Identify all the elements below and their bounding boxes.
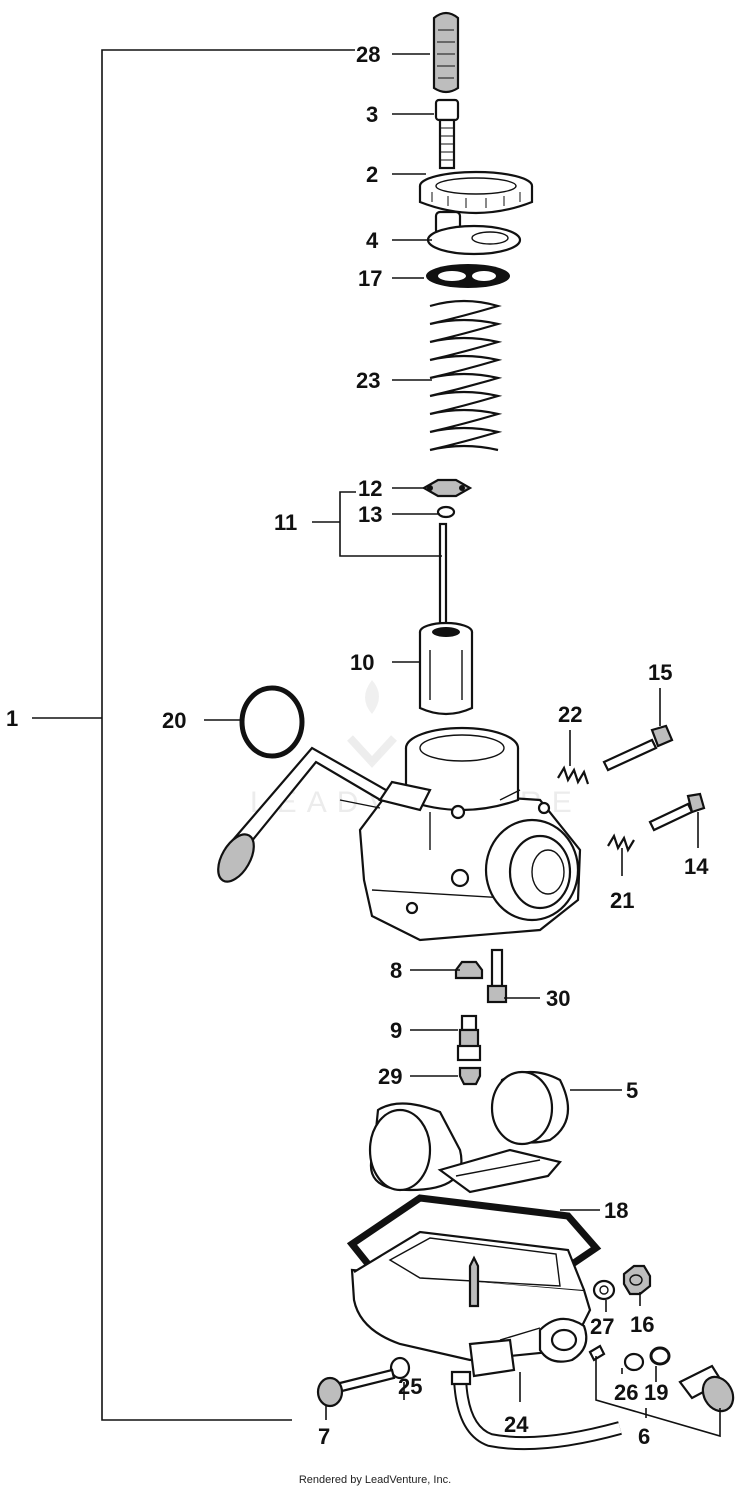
part-6-idle-screw bbox=[588, 1344, 735, 1413]
watermark-logo bbox=[347, 680, 397, 768]
part-28-cap bbox=[432, 11, 460, 94]
callout-labels: 1 2 3 4 5 6 7 8 9 10 11 12 13 14 15 16 1… bbox=[6, 42, 709, 1449]
callout-5: 5 bbox=[626, 1078, 638, 1103]
callout-28: 28 bbox=[356, 42, 380, 67]
callout-22: 22 bbox=[558, 702, 582, 727]
callout-17: 17 bbox=[358, 266, 382, 291]
part-12-needle-plate bbox=[421, 478, 473, 498]
callout-10: 10 bbox=[350, 650, 374, 675]
part-5-float bbox=[368, 1070, 570, 1194]
part-30-pilot-jet bbox=[486, 948, 508, 1004]
part-20-o-ring bbox=[239, 685, 305, 759]
callout-24: 24 bbox=[504, 1412, 529, 1437]
callout-14: 14 bbox=[684, 854, 709, 879]
callout-27: 27 bbox=[590, 1314, 614, 1339]
callout-18: 18 bbox=[604, 1198, 628, 1223]
carburetor-body bbox=[217, 726, 582, 942]
callout-30: 30 bbox=[546, 986, 570, 1011]
part-7-drain-screw bbox=[316, 1368, 396, 1408]
part-9-needle-jet bbox=[456, 1014, 482, 1062]
part-26-washer bbox=[623, 1352, 645, 1372]
callout-20: 20 bbox=[162, 708, 186, 733]
part-21-spring bbox=[607, 833, 635, 853]
part-14-screw bbox=[648, 792, 706, 832]
callout-3: 3 bbox=[366, 102, 378, 127]
part-29-main-jet bbox=[458, 1066, 482, 1086]
part-27-washer bbox=[592, 1279, 616, 1301]
callout-16: 16 bbox=[630, 1312, 654, 1337]
callout-2: 2 bbox=[366, 162, 378, 187]
part-23-spring bbox=[429, 299, 503, 452]
callout-9: 9 bbox=[390, 1018, 402, 1043]
part-3-adjuster bbox=[434, 98, 460, 170]
part-19-o-ring bbox=[649, 1346, 671, 1366]
callout-21: 21 bbox=[610, 888, 634, 913]
callout-1: 1 bbox=[6, 706, 18, 731]
callout-23: 23 bbox=[356, 368, 380, 393]
callout-15: 15 bbox=[648, 660, 672, 685]
part-22-spring bbox=[557, 765, 590, 785]
callout-11: 11 bbox=[274, 510, 297, 535]
part-24-hose bbox=[450, 1370, 622, 1451]
callout-26: 26 bbox=[614, 1380, 638, 1405]
callout-19: 19 bbox=[644, 1380, 668, 1405]
part-17-gasket bbox=[426, 264, 510, 288]
part-16-drain-plug bbox=[622, 1264, 652, 1296]
part-25-washer bbox=[389, 1356, 411, 1380]
part-13-clip bbox=[436, 505, 456, 519]
callout-13: 13 bbox=[358, 502, 382, 527]
callout-29: 29 bbox=[378, 1064, 402, 1089]
callout-25: 25 bbox=[398, 1374, 422, 1399]
leader-lines bbox=[204, 53, 721, 1438]
part-15-screw bbox=[602, 724, 674, 772]
callout-7: 7 bbox=[318, 1424, 330, 1449]
float-bowl bbox=[350, 1230, 592, 1378]
callout-6: 6 bbox=[638, 1424, 650, 1449]
callout-4: 4 bbox=[366, 228, 379, 253]
part-4-top-cap bbox=[426, 210, 522, 256]
part-2-top-nut bbox=[418, 170, 534, 215]
callout-8: 8 bbox=[390, 958, 402, 983]
footer-credit: Rendered by LeadVenture, Inc. bbox=[298, 1474, 452, 1486]
callout-12: 12 bbox=[358, 476, 382, 501]
part-10-slide bbox=[418, 621, 474, 716]
assembly-bracket bbox=[32, 49, 355, 1421]
